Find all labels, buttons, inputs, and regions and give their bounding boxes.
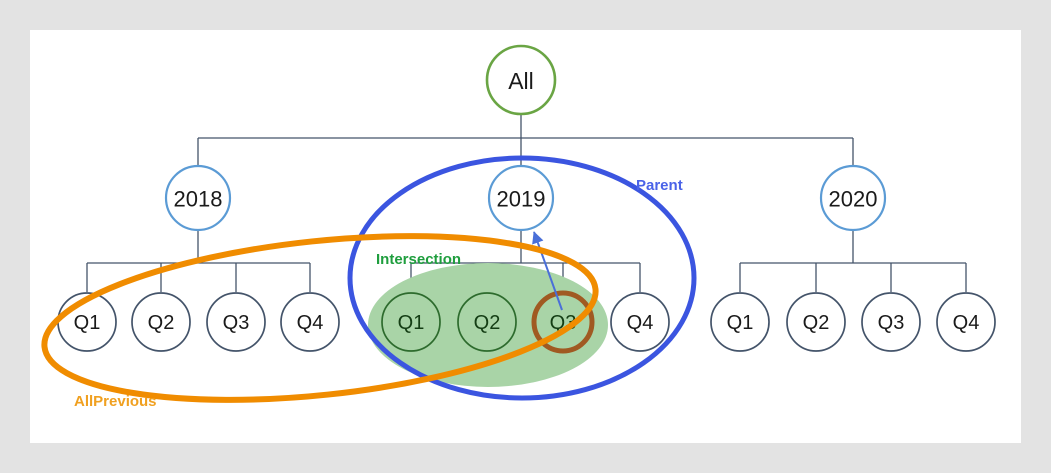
- node-2018-q2-circle: [131, 292, 191, 352]
- node-2020-q1-label: Q1: [727, 312, 754, 334]
- node-2020-q3[interactable]: Q3: [861, 292, 921, 352]
- current-member-arrow: [532, 231, 563, 311]
- node-year-2019-label: 2019: [497, 187, 546, 212]
- node-year-2018-label: 2018: [174, 187, 223, 212]
- node-2019-q1-label: Q1: [398, 312, 425, 334]
- node-2018-q4-circle: [280, 292, 340, 352]
- node-2018-q2-label: Q2: [148, 312, 175, 334]
- node-2020-q3-circle: [861, 292, 921, 352]
- node-2018-q1-label: Q1: [74, 312, 101, 334]
- node-year-2019[interactable]: 2019: [487, 164, 555, 232]
- node-2019-q4-circle: [610, 292, 670, 352]
- node-year-2019-circle: [487, 164, 555, 232]
- label-parent: Parent: [636, 177, 683, 194]
- node-2020-q4-label: Q4: [953, 312, 980, 334]
- node-year-2018-circle: [164, 164, 232, 232]
- node-2020-q2[interactable]: Q2: [786, 292, 846, 352]
- node-2019-q2-label: Q2: [474, 312, 501, 334]
- node-2018-q3-circle: [206, 292, 266, 352]
- node-all-circle: [485, 44, 557, 116]
- node-year-2020-label: 2020: [829, 187, 878, 212]
- intersection-region: [368, 263, 608, 387]
- node-year-2018[interactable]: 2018: [164, 164, 232, 232]
- node-2020-q3-label: Q3: [878, 312, 905, 334]
- node-2019-q3-circle: [531, 290, 595, 354]
- node-2020-q4-circle: [936, 292, 996, 352]
- label-allprevious: AllPrevious: [74, 393, 157, 410]
- node-2019-q2[interactable]: Q2: [457, 292, 517, 352]
- node-2020-q2-label: Q2: [803, 312, 830, 334]
- node-2018-q4-label: Q4: [297, 312, 324, 334]
- node-all[interactable]: All: [485, 44, 557, 116]
- allprevious-region-ellipse: [41, 233, 599, 403]
- node-2020-q1-circle: [710, 292, 770, 352]
- node-2018-q2[interactable]: Q2: [131, 292, 191, 352]
- node-2019-q4-label: Q4: [627, 312, 654, 334]
- node-2019-q1-circle: [381, 292, 441, 352]
- node-2019-q1[interactable]: Q1: [381, 292, 441, 352]
- node-2018-q3[interactable]: Q3: [206, 292, 266, 352]
- node-2020-q2-circle: [786, 292, 846, 352]
- node-2019-q4[interactable]: Q4: [610, 292, 670, 352]
- node-2020-q4[interactable]: Q4: [936, 292, 996, 352]
- node-all-label: All: [508, 68, 534, 94]
- node-year-2020-circle: [819, 164, 887, 232]
- parent-region-ellipse: [347, 155, 697, 401]
- node-2018-q3-label: Q3: [223, 312, 250, 334]
- node-2018-q4[interactable]: Q4: [280, 292, 340, 352]
- node-2020-q1[interactable]: Q1: [710, 292, 770, 352]
- label-intersection: Intersection: [376, 251, 461, 268]
- node-year-2020[interactable]: 2020: [819, 164, 887, 232]
- node-2019-q2-circle: [457, 292, 517, 352]
